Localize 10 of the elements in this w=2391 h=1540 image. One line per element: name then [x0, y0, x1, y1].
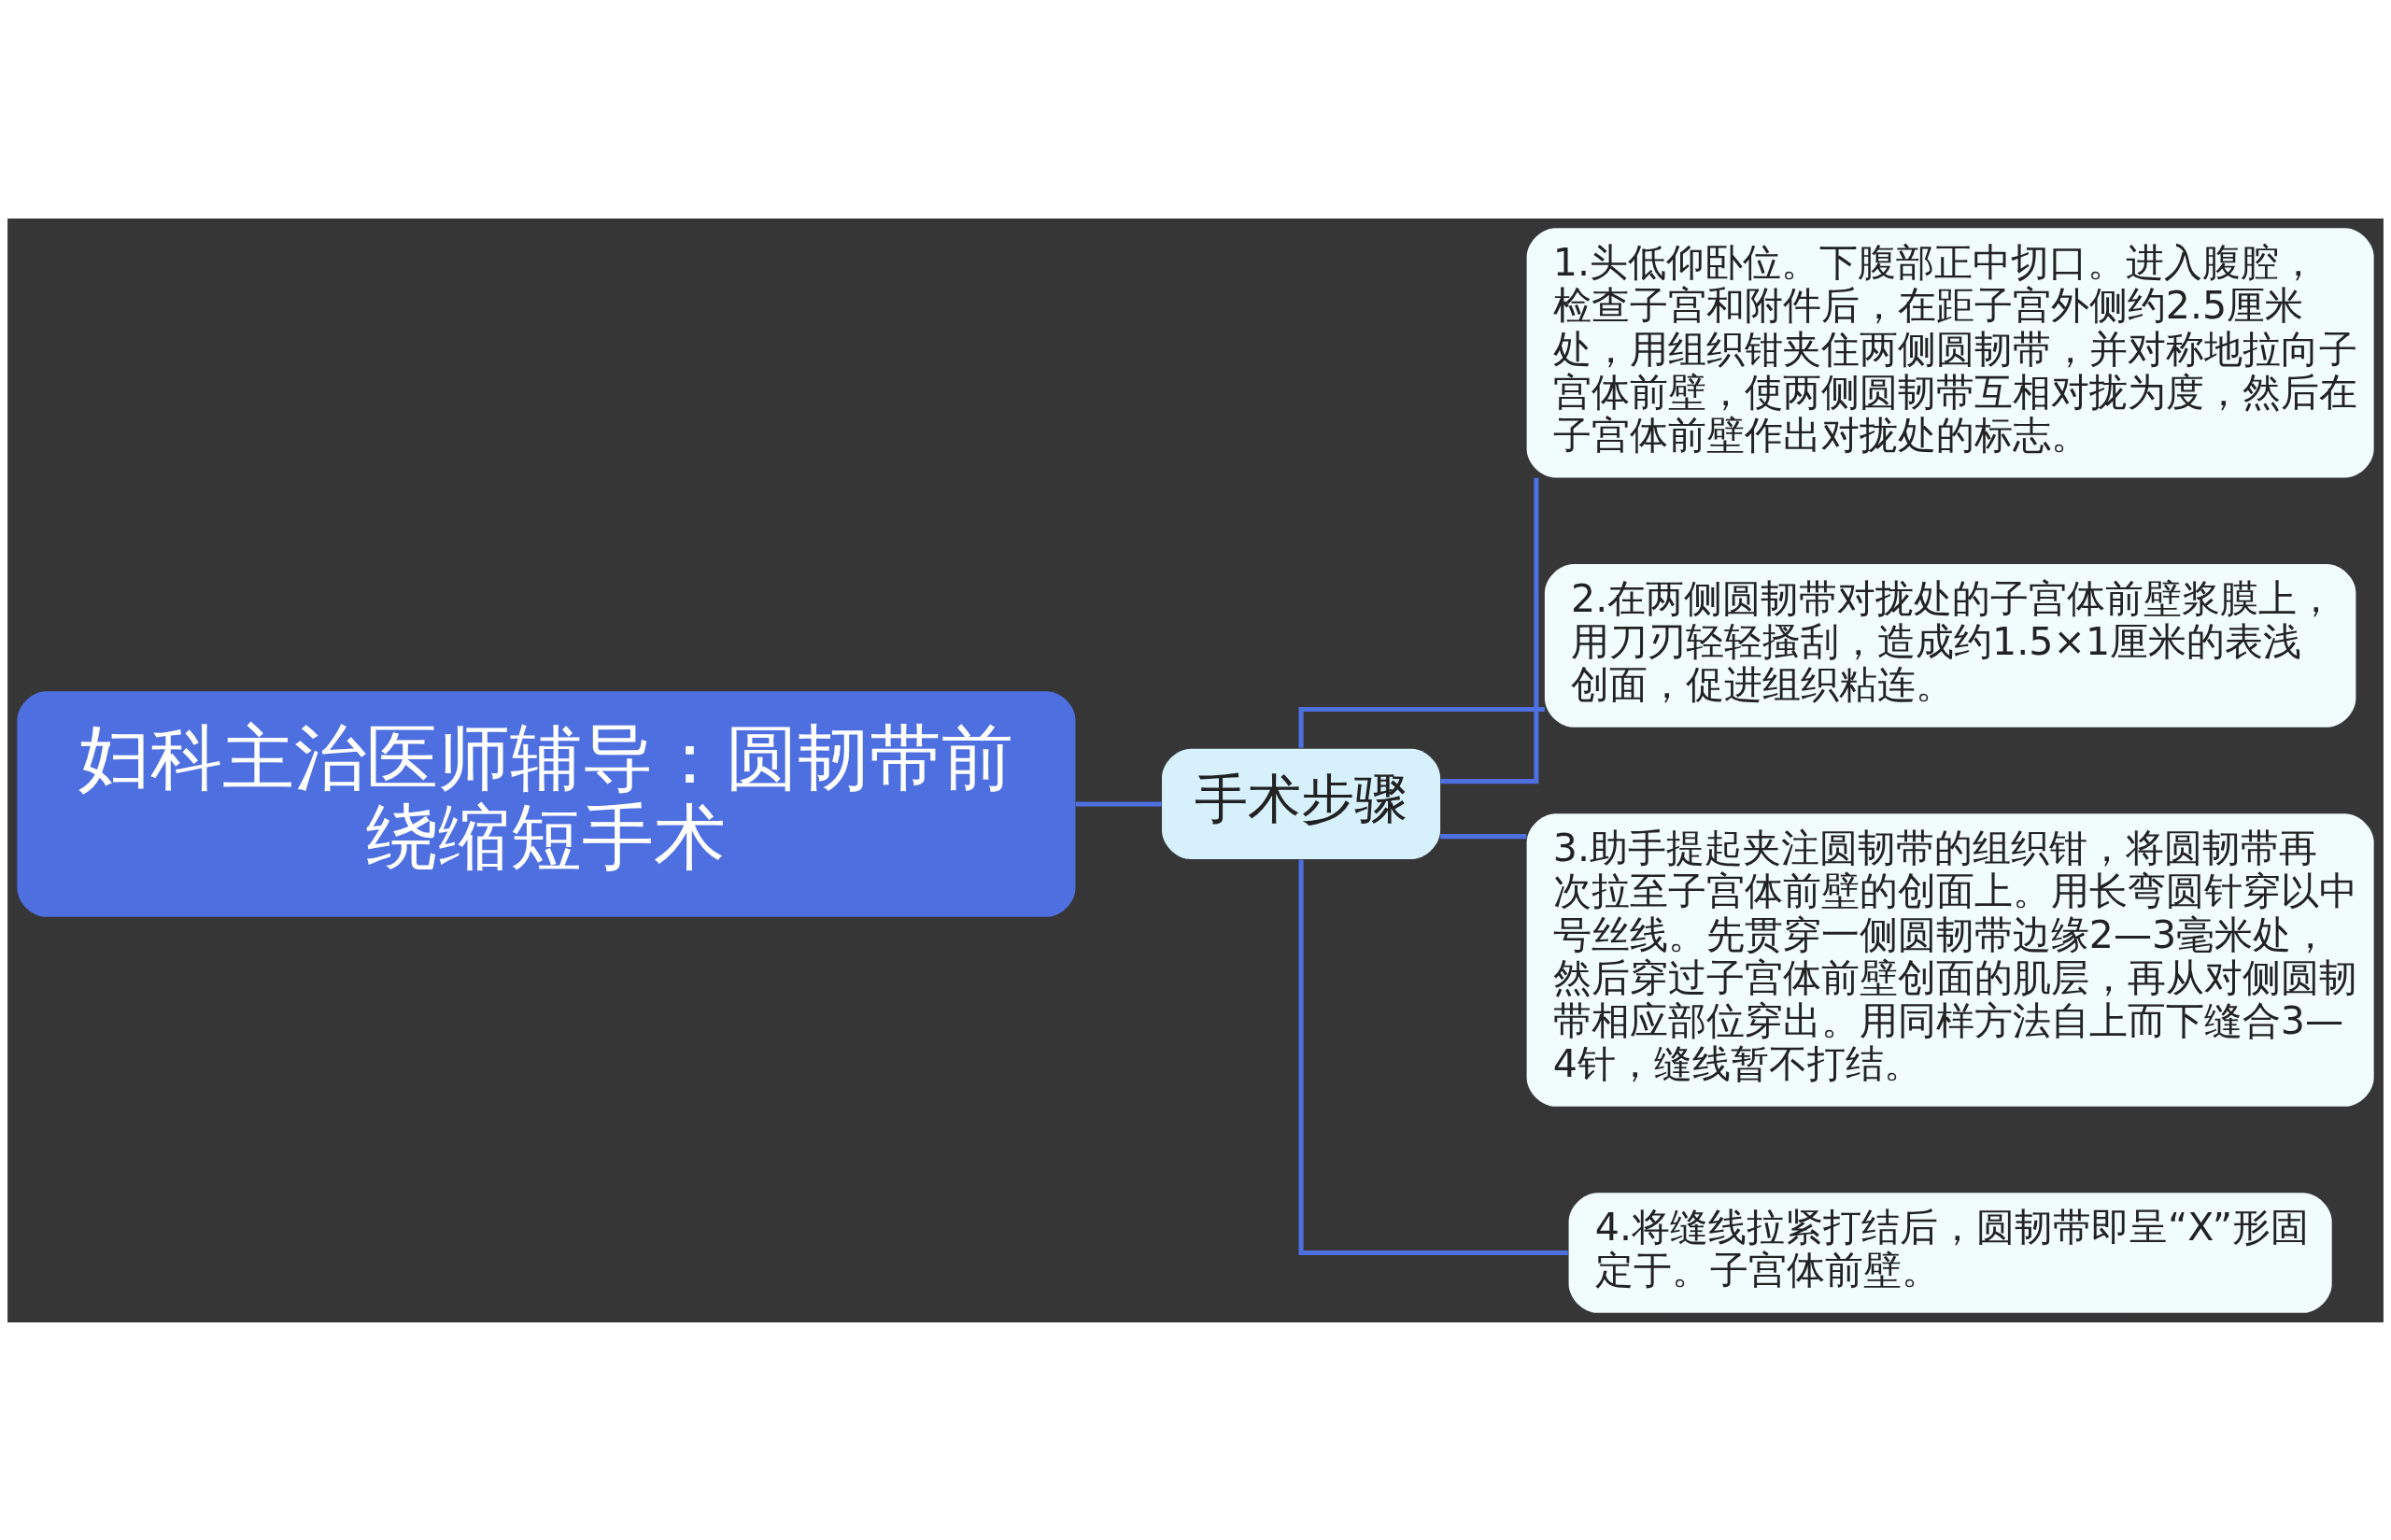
- node-box: 手术步骤: [1162, 748, 1441, 859]
- node-box: 4.将缝线拉紧打结后，圆韧带即呈“X”形固定于。子宫体前壁。: [1568, 1192, 2332, 1313]
- connector: [1440, 833, 1527, 839]
- connector: [1440, 477, 1539, 784]
- node-box: 妇科主治医师辅导：圆韧带前绕缩短手术: [17, 690, 1076, 917]
- node-box: 3.助手提起夹注圆韧带的组织钳，将圆韧带再次拉至子宫体前壁的创面上。用长弯圆针穿以中号丝线。先贯穿一侧圆韧带边缘2—3毫米处，然后穿过子宫体前壁创面的肌层，再从对侧圆韧带相应部位穿出。用同样方法自上而下缝合3—4针，缝线暂不打结。: [1526, 812, 2374, 1107]
- node-box: 2.在两侧圆韧带对拢处的子宫体前壁浆膜上，用刀刃轻轻搔刮，造成约1.5×1厘米的表浅创面，促进组织粘连。: [1544, 563, 2356, 728]
- connector: [1298, 859, 1568, 1255]
- node-box: 1.头低仰卧位。下腹部正中切口。进入腹腔，检查子宫和附件后，在距子宫外侧约2.5厘米处，用组织钳夹住两侧圆韧带，并对称地拉向子宫体前壁，使两侧圆韧带互相对拢为度，然后在子宫体前壁作出对拢处的标志。: [1526, 227, 2374, 477]
- connector: [1075, 800, 1162, 807]
